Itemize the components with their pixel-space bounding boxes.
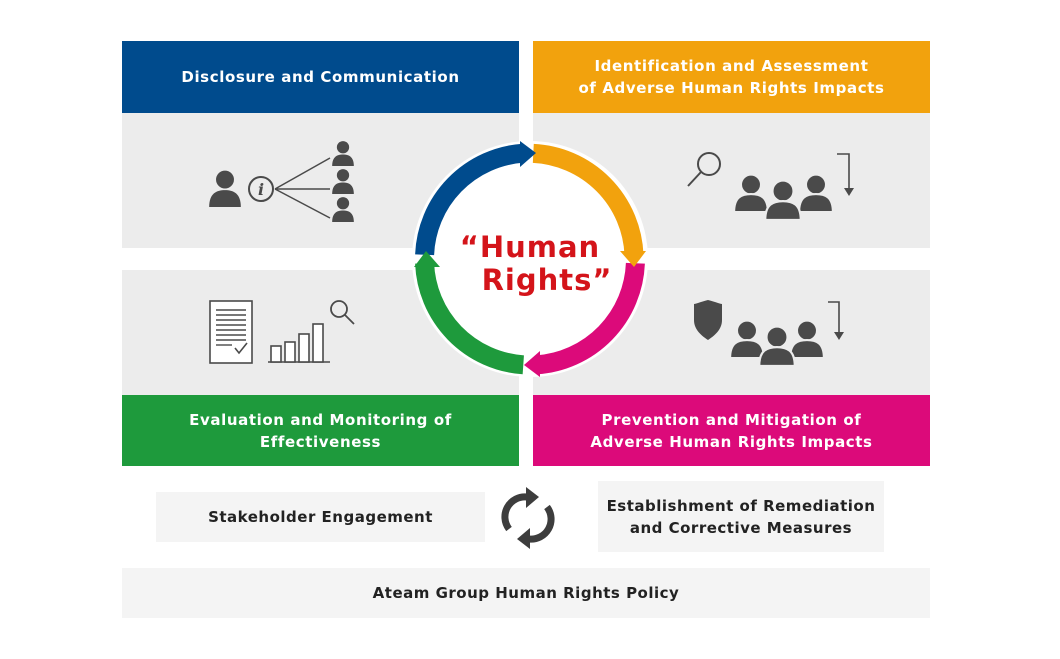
svg-text:i: i (258, 180, 264, 199)
person-icon (209, 170, 241, 207)
ring-arc-blue (415, 143, 525, 256)
identification-icons (687, 152, 854, 220)
center-title: “Human Rights” (430, 231, 630, 297)
cycle-ring (414, 141, 646, 377)
identification-title-line-2: of Adverse Human Rights Impacts (578, 79, 885, 97)
people-group-icon (332, 141, 354, 222)
policy-label: Ateam Group Human Rights Policy (372, 584, 680, 602)
ring-arrowhead-orange (620, 251, 646, 267)
prevention-title-line-2: Adverse Human Rights Impacts (590, 432, 873, 451)
prevention-title-line-1: Prevention and Mitigation of (601, 410, 862, 429)
center-title-line-1: “Human (459, 230, 601, 264)
stakeholder-engagement-box: Stakeholder Engagement (156, 492, 485, 542)
evaluation-title-line-2: Effectiveness (259, 432, 382, 451)
disclosure-title: Disclosure and Communication (181, 68, 460, 86)
bar-chart-icon (268, 323, 330, 363)
prevention-icons (694, 300, 844, 366)
prevention-header: Prevention and Mitigation of Adverse Hum… (533, 395, 930, 466)
down-arrow-icon (828, 301, 844, 340)
ring-arrowhead-blue (520, 141, 536, 167)
cycle-arrows-icon (501, 487, 555, 549)
ring-arc-green (415, 262, 525, 375)
policy-bar: Ateam Group Human Rights Policy (122, 568, 930, 618)
people-group-icon (732, 174, 835, 220)
document-check-icon (209, 300, 253, 364)
stakeholder-engagement-label: Stakeholder Engagement (208, 508, 433, 526)
ring-arc-pink (535, 262, 645, 375)
ring-arc-orange (532, 143, 644, 256)
center-title-line-2: Rights” (481, 263, 613, 297)
disclosure-icons: i (209, 141, 354, 222)
people-group-icon (728, 320, 826, 366)
evaluation-title-line-1: Evaluation and Monitoring of (189, 410, 452, 429)
ring-arrowhead-pink (524, 351, 540, 377)
identification-header: Identification and Assessment of Adverse… (533, 41, 930, 113)
down-arrow-icon (837, 153, 854, 196)
shield-icon (694, 300, 722, 340)
evaluation-header: Evaluation and Monitoring of Effectivene… (122, 395, 519, 466)
remediation-title-line-2: and Corrective Measures (629, 518, 853, 537)
connector-lines (274, 157, 331, 219)
evaluation-icons (209, 300, 355, 364)
identification-title-line-1: Identification and Assessment (594, 57, 869, 75)
remediation-title-line-1: Establishment of Remediation (606, 496, 876, 515)
info-icon: i (248, 176, 274, 202)
magnifier-icon (687, 152, 721, 187)
ring-arrowhead-green (414, 251, 440, 267)
magnifier-icon (330, 300, 355, 325)
disclosure-header: Disclosure and Communication (122, 41, 519, 113)
remediation-box: Establishment of Remediation and Correct… (598, 481, 884, 552)
